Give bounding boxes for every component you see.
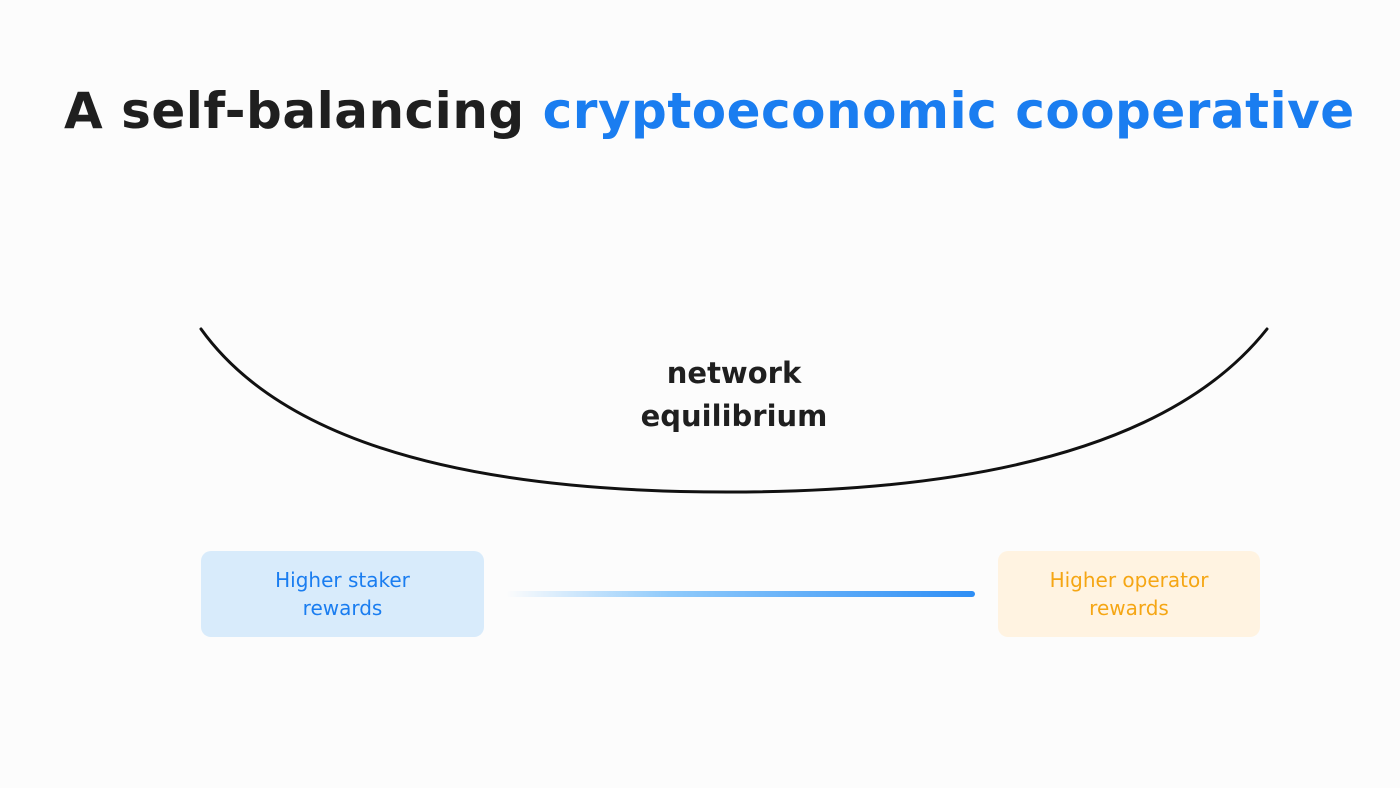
title-highlight: cryptoeconomic cooperative bbox=[542, 82, 1355, 140]
operator-rewards-line2: rewards bbox=[1089, 596, 1169, 620]
operator-rewards-line1: Higher operator bbox=[1049, 568, 1209, 592]
staker-rewards-line1: Higher staker bbox=[275, 568, 410, 592]
equilibrium-label-line2: equilibrium bbox=[640, 399, 828, 433]
page-title: A self-balancing cryptoeconomic cooperat… bbox=[64, 82, 1355, 140]
equilibrium-curve bbox=[199, 327, 1269, 494]
staker-rewards-line2: rewards bbox=[302, 596, 383, 620]
equilibrium-label-line1: network bbox=[666, 356, 802, 390]
title-prefix: A self-balancing bbox=[64, 82, 525, 140]
balance-connector-line bbox=[506, 591, 975, 597]
equilibrium-label: network equilibrium bbox=[584, 352, 884, 438]
operator-rewards-box: Higher operator rewards bbox=[998, 551, 1260, 637]
staker-rewards-box: Higher staker rewards bbox=[201, 551, 484, 637]
